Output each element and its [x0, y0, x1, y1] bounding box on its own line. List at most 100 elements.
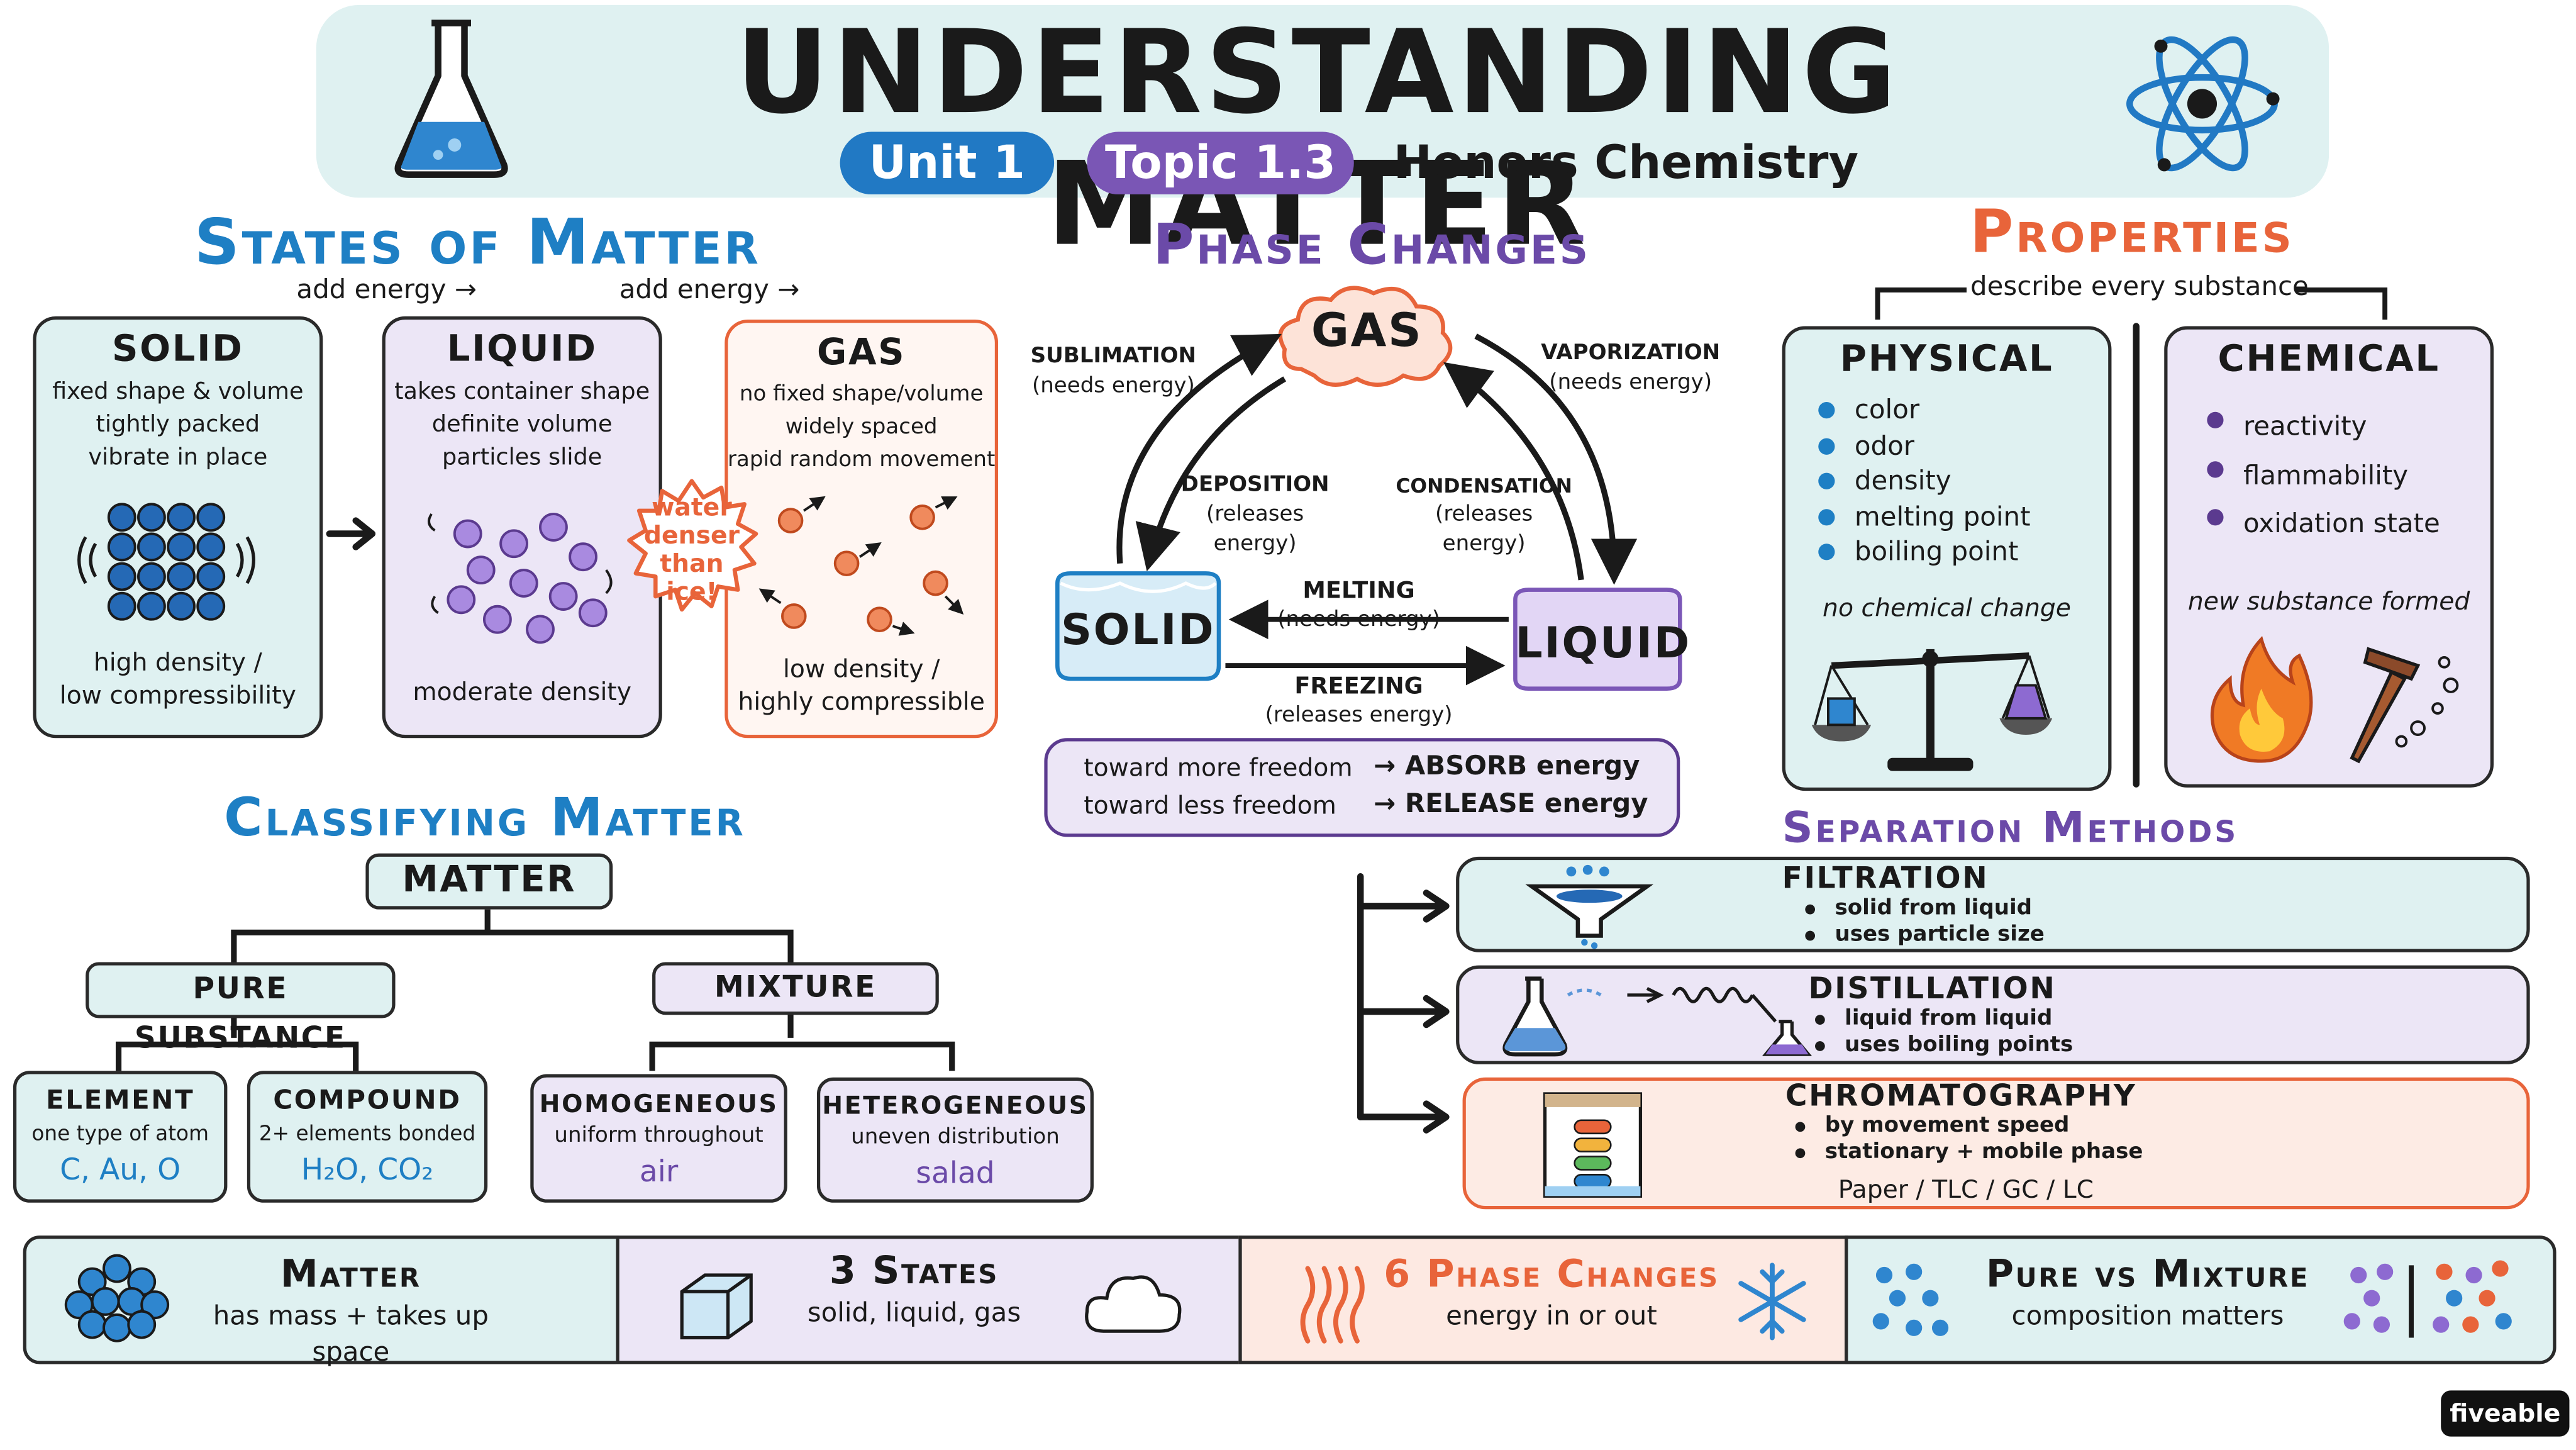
compound-title: COMPOUND	[273, 1084, 462, 1115]
arrow-right-icon	[326, 517, 376, 550]
phase-solid: SOLID	[1061, 606, 1216, 656]
phase-diagram	[1055, 286, 1682, 691]
solid-title: SOLID	[112, 329, 244, 371]
filtration-item-2: uses particle size	[1796, 923, 2045, 949]
distillation-list: liquid from liquid uses boiling points	[1805, 1007, 2073, 1059]
chemical-item-oxidation: oxidation state	[2201, 499, 2440, 548]
solid-foot-1: high density /	[93, 647, 262, 678]
physical-title: PHYSICAL	[1840, 339, 2054, 381]
distillation-item-2: uses boiling points	[1805, 1033, 2073, 1059]
solid-line-3: vibrate in place	[88, 445, 268, 472]
homogeneous-title: HOMOGENEOUS	[539, 1089, 779, 1119]
summary-matter-title: Matter	[280, 1253, 421, 1297]
topic-badge: Topic 1.3	[1087, 131, 1354, 195]
brand-logo: fiveable	[2441, 1390, 2570, 1437]
balance-scale-icon	[1811, 649, 2053, 771]
solid-particles-icon	[77, 503, 255, 621]
summary-pure-sub: composition matters	[2011, 1300, 2284, 1332]
element-example: C, Au, O	[60, 1153, 181, 1188]
liquid-title: LIQUID	[447, 329, 597, 371]
phase-liquid: LIQUID	[1515, 619, 1691, 669]
rule-1-right: → ABSORB energy	[1374, 749, 1640, 781]
badge-line-2: denser	[643, 520, 740, 550]
chemical-title: CHEMICAL	[2218, 339, 2440, 381]
heterogeneous-example: salad	[916, 1156, 995, 1191]
cube-icon	[680, 1273, 753, 1340]
vaporization-label: VAPORIZATION	[1541, 341, 1721, 366]
tree-compound: COMPOUND 2+ elements bonded H₂O, CO₂	[247, 1071, 488, 1203]
melting-note: (needs energy)	[1277, 608, 1441, 633]
rule-2-left: toward less freedom	[1084, 791, 1336, 821]
distillation-card	[1456, 965, 2530, 1064]
rule-1-left: toward more freedom	[1084, 752, 1353, 783]
deposition-label: DEPOSITION	[1180, 472, 1330, 498]
starburst-badge	[627, 479, 758, 612]
states-heading: States of Matter	[194, 206, 761, 279]
homogeneous-desc: uniform throughout	[554, 1124, 763, 1149]
gas-title: GAS	[817, 333, 906, 374]
solid-line-1: fixed shape & volume	[52, 379, 304, 406]
chemical-item-flammability: flammability	[2201, 450, 2440, 499]
cloud-icon	[1085, 1275, 1182, 1333]
homogeneous-example: air	[639, 1154, 679, 1190]
energy-rule-box	[1044, 738, 1680, 837]
badge-line-3: than	[660, 549, 724, 579]
chromatography-strip-icon	[1543, 1092, 1643, 1198]
separation-branch	[1357, 873, 1450, 1134]
summary-phase-title: 6 Phase Changes	[1384, 1253, 1719, 1297]
chemical-list: reactivity flammability oxidation state	[2201, 402, 2440, 548]
solid-block-shape	[1055, 571, 1221, 681]
compound-desc: 2+ elements bonded	[258, 1120, 476, 1146]
physical-item-density: density	[1812, 463, 2031, 498]
gas-particles-icon	[758, 496, 964, 636]
liquid-line-2: definite volume	[431, 411, 613, 438]
chromatography-title: CHROMATOGRAPHY	[1785, 1079, 2137, 1114]
tree-pure-substance: PURE SUBSTANCE	[86, 962, 396, 1056]
fire-icon	[2210, 635, 2313, 763]
properties-divider	[2133, 323, 2140, 788]
element-title: ELEMENT	[46, 1084, 195, 1115]
summary-states-sub: solid, liquid, gas	[807, 1297, 1021, 1328]
summary-states-title: 3 States	[829, 1250, 999, 1293]
properties-subtitle: describe every substance	[1970, 270, 2309, 302]
molecule-cluster-icon	[64, 1254, 170, 1342]
tree-heterogeneous: HETEROGENEOUS uneven distribution salad	[816, 1077, 1094, 1203]
chemical-note: new substance formed	[2187, 586, 2470, 616]
physical-item-odor: odor	[1812, 428, 2031, 463]
badge-line-4: ice!	[666, 576, 718, 606]
condensation-note-2: energy)	[1442, 532, 1526, 557]
melting-label: MELTING	[1302, 578, 1415, 605]
summary-pure-title: Pure vs Mixture	[1985, 1253, 2310, 1297]
vaporization-note: (needs energy)	[1549, 371, 1713, 396]
tree-mixture: MIXTURE	[652, 962, 939, 1015]
gas-line-1: no fixed shape/volume	[739, 382, 984, 407]
liquid-pool-shape	[1513, 588, 1682, 691]
heat-waves-icon	[1300, 1266, 1365, 1344]
solid-foot-2: low compressibility	[59, 680, 296, 710]
deposition-note-2: energy)	[1213, 532, 1297, 557]
liquid-line-1: takes container shape	[394, 379, 650, 406]
liquid-particles-icon	[428, 513, 613, 644]
liquid-card	[382, 316, 662, 739]
gas-foot-1: low density /	[783, 654, 940, 684]
snowflake-icon	[1738, 1263, 1806, 1341]
properties-heading: Properties	[1970, 199, 2294, 267]
course-name: Honors Chemistry	[1393, 135, 1859, 190]
deposition-note-1: (releases	[1206, 502, 1304, 528]
filter-funnel-icon	[1525, 864, 1654, 949]
physical-item-melting: melting point	[1812, 498, 2031, 533]
chemical-item-reactivity: reactivity	[2201, 402, 2440, 450]
badge-line-1: water	[652, 493, 732, 523]
condensation-label: CONDENSATION	[1396, 474, 1572, 498]
phase-heading: Phase Changes	[1153, 212, 1591, 279]
physical-item-color: color	[1812, 392, 2031, 427]
gas-line-3: rapid random movement	[727, 448, 996, 473]
physical-note: no chemical change	[1823, 593, 2071, 623]
arrow-label-solid-liquid: add energy →	[296, 273, 477, 305]
pure-particles-icon	[1872, 1263, 1949, 1336]
gas-card	[724, 320, 999, 739]
arrow-label-liquid-gas: add energy →	[619, 273, 800, 305]
unit-badge: Unit 1	[840, 131, 1055, 195]
filtration-item-1: solid from liquid	[1796, 896, 2045, 923]
